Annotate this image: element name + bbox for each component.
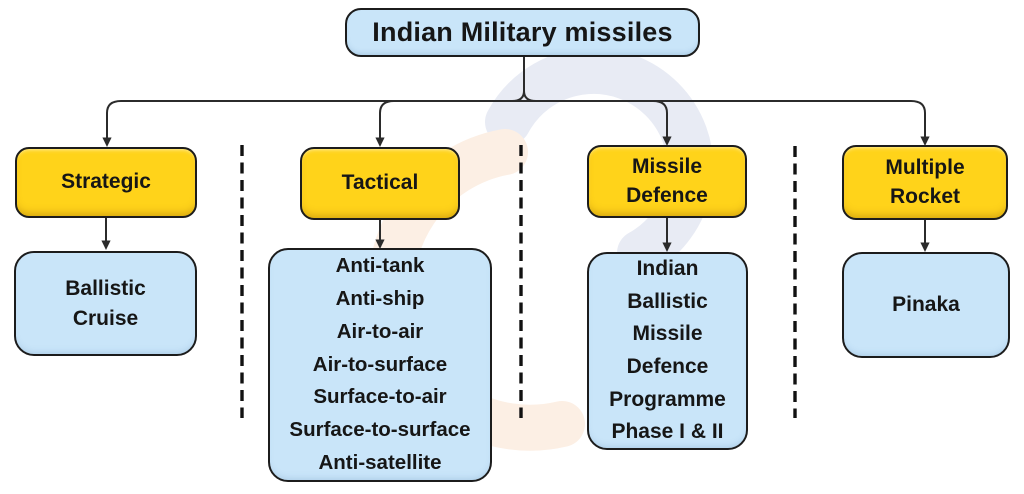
category-box-tactical: Tactical [300, 147, 460, 220]
node-text-line: Anti-ship [335, 287, 425, 310]
connector-stem-flare [511, 90, 537, 102]
node-text-line: Ballistic [627, 289, 708, 313]
node-text-line: Surface-to-surface [289, 418, 471, 442]
node-text-line: Phase I & II [611, 420, 724, 444]
arrowhead-tactical-icon [375, 137, 385, 147]
root-node-label: Indian Military missiles [372, 16, 673, 47]
category-box-strategic: Strategic [15, 147, 197, 218]
arrowhead-strategic-child-icon [101, 240, 111, 250]
root-node-box: Indian Military missiles [345, 8, 700, 57]
node-text-line: Defence [626, 183, 708, 207]
connector-drop-multiple-rocket [910, 100, 926, 138]
connector-drop-strategic [106, 100, 122, 139]
node-text-line: Air-to-air [336, 319, 424, 343]
node-text-line: Indian [636, 257, 699, 281]
children-box-multiple-rocket: Pinaka [842, 252, 1010, 358]
node-text-line: Anti-satellite [318, 450, 442, 474]
node-text-line: Tactical [341, 171, 419, 195]
node-text-line: Pinaka [892, 292, 960, 316]
connector-drop-tactical [379, 100, 395, 139]
connector-drop-missile-defence [652, 100, 668, 138]
node-text-line: Air-to-surface [312, 352, 448, 376]
node-text-line: Cruise [72, 306, 139, 330]
node-text-line: Defence [626, 355, 709, 378]
arrowhead-missile-defence-child-icon [662, 242, 672, 252]
node-text-line: Ballistic [65, 276, 146, 300]
arrowhead-multiple-rocket-child-icon [920, 242, 930, 252]
node-text-line: Surface-to-air [313, 385, 447, 409]
arrowhead-strategic-icon [102, 137, 112, 147]
node-text-line: Strategic [61, 170, 151, 194]
node-text-line: Missile [631, 155, 703, 179]
node-text-line: Multiple [885, 156, 965, 180]
node-text-line: Programme [609, 387, 726, 411]
node-text-line: Rocket [889, 184, 961, 208]
node-text-line: Missile [632, 322, 703, 346]
node-text-line: Anti-tank [335, 254, 425, 278]
